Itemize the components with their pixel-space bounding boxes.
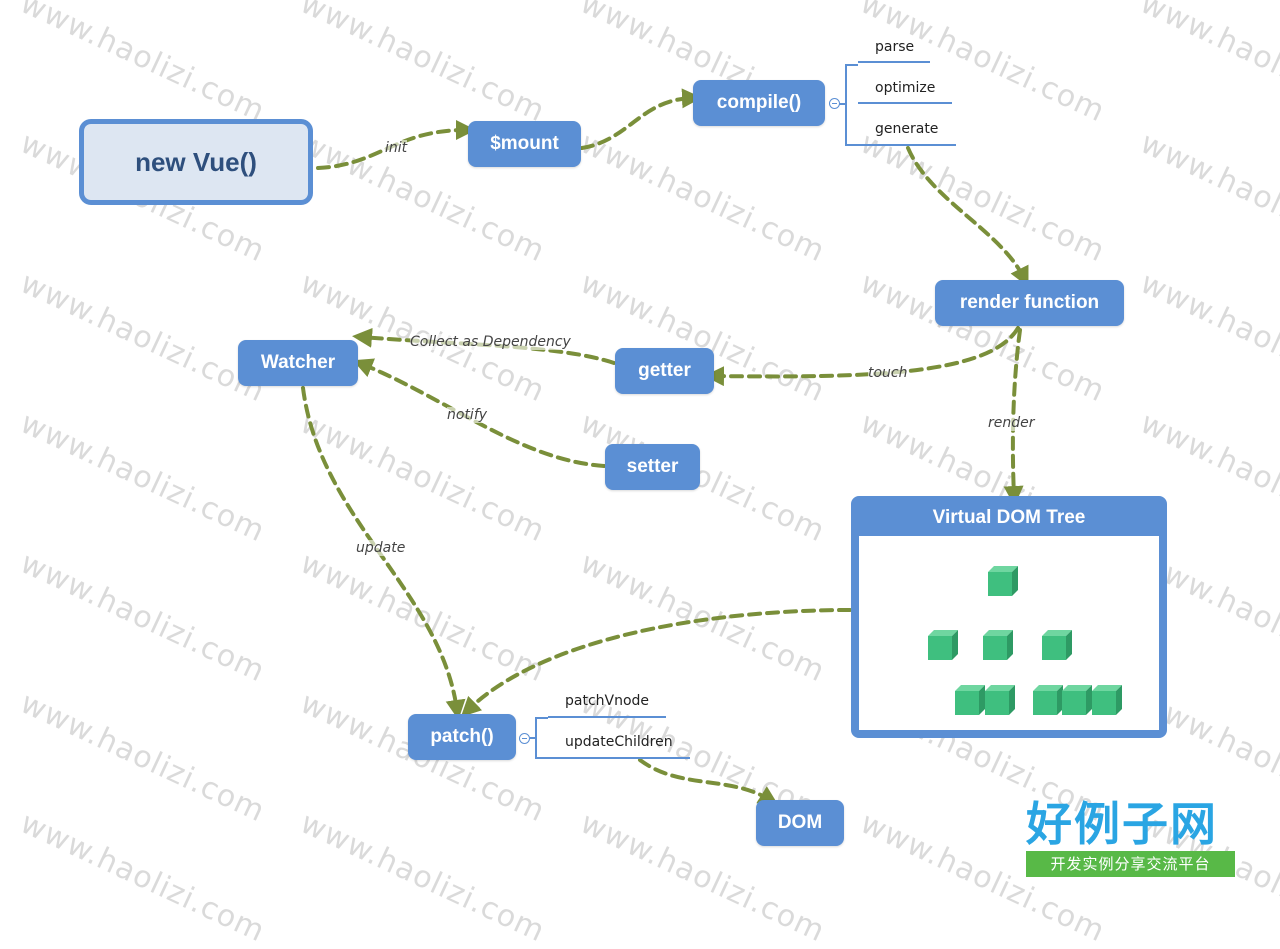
dom-node[interactable]: DOM bbox=[756, 800, 844, 846]
tree-cube-icon bbox=[983, 630, 1013, 660]
virtual-dom-tree-title: Virtual DOM Tree bbox=[932, 507, 1086, 528]
tree-cube-icon bbox=[1033, 685, 1063, 715]
tree-cube-icon bbox=[988, 566, 1018, 596]
compile-step-parse: parse bbox=[875, 39, 915, 55]
edge-label-init: init bbox=[385, 140, 408, 156]
tree-cube-icon bbox=[928, 630, 958, 660]
tree-cube-icon bbox=[1062, 685, 1092, 715]
tree-cube-icon bbox=[955, 685, 985, 715]
render-function-label: render function bbox=[959, 292, 1100, 313]
edge-patch-dom bbox=[638, 758, 779, 806]
patch-step-patchvnode: patchVnode bbox=[565, 693, 650, 709]
patch-collapse-icon[interactable] bbox=[519, 733, 530, 744]
compile-step-generate: generate bbox=[875, 121, 939, 137]
edge-vdom-patch bbox=[460, 608, 852, 717]
edge-mount-compile bbox=[580, 88, 702, 150]
tree-cube-icon bbox=[1092, 685, 1122, 715]
compile-label: compile() bbox=[716, 92, 802, 113]
getter-node[interactable]: getter bbox=[615, 348, 714, 394]
getter-label: getter bbox=[638, 360, 691, 381]
compile-step-optimize: optimize bbox=[875, 80, 936, 96]
patch-label: patch() bbox=[430, 726, 494, 747]
compile-collapse-icon[interactable] bbox=[829, 98, 840, 109]
render-function-node[interactable]: render function bbox=[935, 280, 1124, 326]
new-vue-node[interactable]: new Vue() bbox=[79, 119, 313, 205]
edge-label-render: render bbox=[988, 415, 1035, 431]
watcher-node[interactable]: Watcher bbox=[238, 340, 358, 386]
setter-node[interactable]: setter bbox=[605, 444, 700, 490]
edge-label-notify: notify bbox=[447, 407, 488, 423]
compile-node[interactable]: compile() bbox=[693, 80, 825, 126]
edge-touch bbox=[704, 326, 1020, 387]
mount-label: $mount bbox=[490, 133, 559, 154]
edge-label-update: update bbox=[356, 540, 406, 556]
tree-illustration bbox=[928, 566, 1122, 715]
logo-title: 好例子网 bbox=[1026, 797, 1218, 851]
patch-node[interactable]: patch() bbox=[408, 714, 516, 760]
tree-cube-icon bbox=[985, 685, 1015, 715]
edge-generate-render bbox=[906, 146, 1029, 287]
edge-notify bbox=[352, 358, 606, 468]
setter-label: setter bbox=[626, 456, 679, 477]
new-vue-label: new Vue() bbox=[135, 146, 257, 177]
logo-subtitle: 开发实例分享交流平台 bbox=[1026, 851, 1235, 877]
watcher-label: Watcher bbox=[260, 352, 336, 373]
mount-node[interactable]: $mount bbox=[468, 121, 581, 167]
patch-step-updatechildren: updateChildren bbox=[565, 734, 673, 750]
edge-label-touch: touch bbox=[868, 365, 908, 381]
edge-label-collect: Collect as Dependency bbox=[410, 334, 571, 350]
tree-cube-icon bbox=[1042, 630, 1072, 660]
dom-label: DOM bbox=[777, 812, 823, 833]
